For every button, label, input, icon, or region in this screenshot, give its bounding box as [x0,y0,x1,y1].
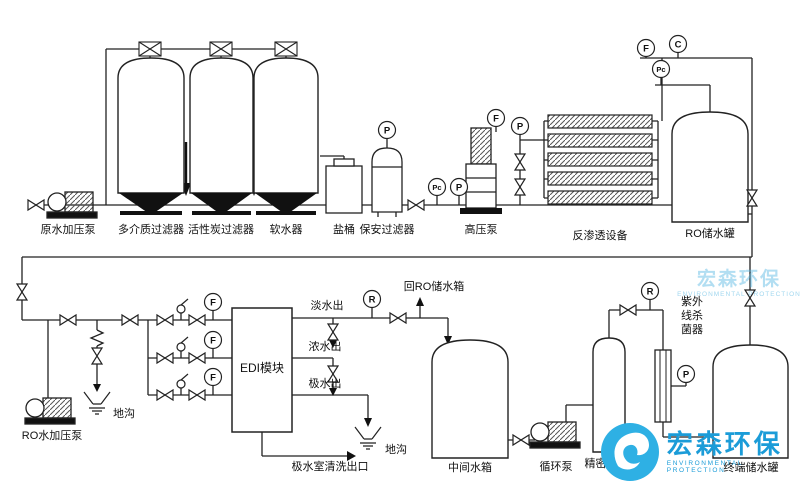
logo-text: 宏森环保 [666,429,783,460]
flow-gauge: F [636,38,656,58]
edi-module [231,307,293,433]
label-conc-out: 浓水出 [308,341,342,353]
valve-icon [619,303,637,317]
label-hp-pump: 高压泵 [464,224,498,236]
svg-text:F: F [643,44,649,55]
label-uv-sterilizer: 紫外 线杀 菌器 [681,296,703,336]
carbon-filter-tank [189,57,254,215]
flow-gauge: F [203,330,223,350]
high-pressure-pump [460,127,502,214]
conductivity-gauge: C [668,34,688,54]
down-arrow-icon [329,340,337,348]
valve-icon [90,347,104,365]
valve-icon [512,433,530,447]
pressure-c-gauge: Pc [427,177,447,197]
pressure-gauge: P [377,120,397,140]
down-arrow-icon [364,418,372,427]
svg-text:F: F [210,373,216,384]
valve-icon [743,289,757,307]
down-arrow-icon [93,384,101,392]
svg-text:Pc: Pc [656,65,665,74]
valve-icon [121,313,139,327]
label-mid-tank: 中间水箱 [448,462,492,474]
pressure-c-gauge: Pc [651,59,671,79]
svg-text:R: R [647,287,654,298]
relief-valve-spring [89,329,105,347]
hongsen-logo-icon [601,423,659,481]
up-arrow-icon [416,297,424,306]
label-carbon: 活性炭过滤器 [188,224,254,236]
valve-icon [27,198,45,212]
label-ro-pump: RO水加压泵 [21,430,83,442]
valve-icon [326,323,340,341]
label-polar-out: 极水出 [308,378,342,390]
ro-membrane-rack [547,114,653,205]
valve-icon [59,313,77,327]
multiport-valve-icons [138,41,298,57]
label-drain-1: 地沟 [113,408,135,420]
svg-text:P: P [384,126,391,137]
pressure-gauge: P [676,364,696,384]
edi-feed-valves [156,298,206,402]
precision-filter [592,337,626,453]
floor-drain-funnel [83,391,111,415]
floor-drain-funnel-2 [354,426,382,450]
label-return-ro: 回RO储水箱 [403,281,465,293]
label-multimedia: 多介质过滤器 [118,224,184,236]
valve-icon [513,178,527,196]
flow-gauge: F [203,292,223,312]
right-arrow-icon [347,451,356,461]
softener-tank [253,57,319,215]
valve-icon [15,283,29,301]
uv-sterilizer [654,349,672,423]
label-terminal-tank: 终端储水罐 [723,462,779,474]
pressure-gauge: P [510,116,530,136]
down-arrow-icon [444,336,452,345]
svg-text:F: F [210,298,216,309]
label-fresh-out: 淡水出 [310,300,344,312]
pressure-gauge: P [449,177,469,197]
svg-text:Pc: Pc [432,183,441,192]
label-ro-unit: 反渗透设备 [572,230,628,242]
circulation-pump [529,421,581,449]
valve-icon [745,189,759,207]
intermediate-tank [431,339,509,459]
down-arrow-icon [329,388,337,396]
label-edi: EDI模块 [239,361,285,375]
terminal-tank [712,344,789,459]
svg-text:F: F [493,114,499,125]
multimedia-filter-tank [117,57,185,215]
valve-icon [513,153,527,171]
ro-booster-pump [24,397,76,425]
label-ro-tank: RO储水罐 [685,228,735,240]
logo-subtext: ENVIRONMENTAL PROTECTION [666,459,743,474]
valve-icon [407,198,425,212]
label-salt-barrel: 盐桶 [333,224,355,236]
label-circ-pump: 循环泵 [539,461,573,473]
svg-text:F: F [210,336,216,347]
salt-barrel [325,158,363,214]
label-raw-pump: 原水加压泵 [40,224,96,236]
ro-storage-tank [671,111,749,223]
valve-icon [389,311,407,325]
resistivity-gauge: R [640,281,660,301]
company-logo: 宏森环保 ENVIRONMENTAL PROTECTION [598,418,800,486]
label-drain-2: 地沟 [385,444,407,456]
resistivity-gauge: R [362,289,382,309]
raw-water-pump [46,191,98,219]
label-softener: 软水器 [269,224,303,236]
security-filter [371,147,403,217]
svg-text:P: P [517,122,524,133]
svg-text:P: P [456,183,463,194]
svg-text:C: C [675,40,682,51]
gauges: P Pc P F P F C Pc F F F R R P [203,34,696,387]
svg-text:P: P [683,370,690,381]
label-polar-clean-out: 极水室清洗出口 [291,461,369,473]
svg-text:R: R [369,295,376,306]
label-security-filter: 保安过滤器 [359,224,415,236]
valve-icon [326,365,340,383]
flow-gauge: F [203,367,223,387]
flow-gauge: F [486,108,506,128]
